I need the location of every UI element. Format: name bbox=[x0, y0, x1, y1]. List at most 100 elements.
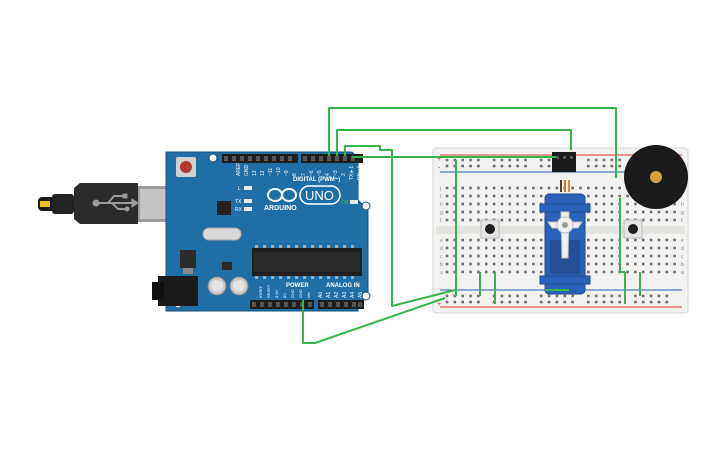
breadboard-hole[interactable] bbox=[665, 218, 669, 222]
breadboard-hole[interactable] bbox=[539, 194, 543, 198]
breadboard-hole[interactable] bbox=[594, 194, 598, 198]
breadboard-hole[interactable] bbox=[610, 262, 614, 266]
breadboard-hole[interactable] bbox=[524, 210, 527, 214]
breadboard-hole[interactable] bbox=[524, 238, 527, 242]
breadboard-hole[interactable] bbox=[453, 186, 457, 190]
breadboard-hole[interactable] bbox=[469, 246, 472, 250]
breadboard-hole[interactable] bbox=[532, 238, 535, 242]
rail-hole[interactable] bbox=[508, 294, 512, 298]
breadboard-hole[interactable] bbox=[618, 194, 621, 198]
breadboard-hole[interactable] bbox=[461, 270, 464, 274]
breadboard-hole[interactable] bbox=[477, 194, 480, 198]
breadboard-hole[interactable] bbox=[500, 218, 504, 222]
rail-hole[interactable] bbox=[508, 300, 512, 304]
rail-hole[interactable] bbox=[453, 294, 457, 298]
breadboard-hole[interactable] bbox=[524, 246, 527, 250]
breadboard-hole[interactable] bbox=[594, 246, 598, 250]
breadboard-hole[interactable] bbox=[500, 194, 504, 198]
breadboard-hole[interactable] bbox=[673, 210, 676, 214]
breadboard-hole[interactable] bbox=[641, 246, 645, 250]
breadboard-hole[interactable] bbox=[649, 218, 653, 222]
breadboard-hole[interactable] bbox=[673, 270, 676, 274]
breadboard-hole[interactable] bbox=[610, 194, 614, 198]
rail-hole[interactable] bbox=[610, 300, 614, 304]
breadboard-hole[interactable] bbox=[587, 194, 590, 198]
breadboard-hole[interactable] bbox=[594, 202, 598, 206]
breadboard-hole[interactable] bbox=[539, 254, 543, 258]
breadboard-hole[interactable] bbox=[484, 246, 488, 250]
breadboard-hole[interactable] bbox=[516, 218, 519, 222]
breadboard-hole[interactable] bbox=[453, 210, 457, 214]
breadboard-hole[interactable] bbox=[626, 270, 629, 274]
breadboard-hole[interactable] bbox=[461, 262, 464, 266]
rail-hole[interactable] bbox=[539, 164, 543, 168]
breadboard-hole[interactable] bbox=[532, 262, 535, 266]
breadboard-hole[interactable] bbox=[461, 186, 464, 190]
breadboard-hole[interactable] bbox=[508, 202, 512, 206]
rail-hole[interactable] bbox=[524, 158, 527, 162]
rail-hole[interactable] bbox=[634, 300, 637, 304]
rail-hole[interactable] bbox=[539, 158, 543, 162]
breadboard-hole[interactable] bbox=[539, 186, 543, 190]
breadboard-hole[interactable] bbox=[500, 210, 504, 214]
rail-hole[interactable] bbox=[524, 300, 527, 304]
breadboard-hole[interactable] bbox=[547, 186, 551, 190]
rail-hole[interactable] bbox=[516, 300, 519, 304]
rail-hole[interactable] bbox=[594, 158, 598, 162]
rail-hole[interactable] bbox=[618, 294, 621, 298]
breadboard-hole[interactable] bbox=[532, 202, 535, 206]
breadboard-hole[interactable] bbox=[649, 254, 653, 258]
breadboard-hole[interactable] bbox=[445, 254, 449, 258]
rail-hole[interactable] bbox=[587, 164, 590, 168]
breadboard-hole[interactable] bbox=[516, 238, 519, 242]
breadboard-hole[interactable] bbox=[477, 270, 480, 274]
piezo-buzzer[interactable] bbox=[624, 145, 688, 209]
breadboard-hole[interactable] bbox=[508, 194, 512, 198]
breadboard-hole[interactable] bbox=[516, 254, 519, 258]
breadboard-hole[interactable] bbox=[665, 270, 669, 274]
breadboard-hole[interactable] bbox=[641, 238, 645, 242]
breadboard-hole[interactable] bbox=[492, 262, 496, 266]
pushbutton-left[interactable] bbox=[480, 219, 500, 239]
breadboard-hole[interactable] bbox=[453, 254, 457, 258]
breadboard-hole[interactable] bbox=[539, 218, 543, 222]
breadboard-hole[interactable] bbox=[587, 262, 590, 266]
breadboard-hole[interactable] bbox=[602, 202, 606, 206]
breadboard-hole[interactable] bbox=[445, 186, 449, 190]
breadboard-hole[interactable] bbox=[508, 270, 512, 274]
breadboard-hole[interactable] bbox=[657, 246, 661, 250]
breadboard-hole[interactable] bbox=[649, 270, 653, 274]
breadboard-hole[interactable] bbox=[453, 194, 457, 198]
breadboard-hole[interactable] bbox=[445, 270, 449, 274]
breadboard-hole[interactable] bbox=[453, 238, 457, 242]
reset-button[interactable] bbox=[176, 157, 196, 177]
breadboard-hole[interactable] bbox=[492, 254, 496, 258]
rail-hole[interactable] bbox=[445, 158, 449, 162]
rail-hole[interactable] bbox=[524, 164, 527, 168]
rail-hole[interactable] bbox=[547, 158, 551, 162]
wires[interactable] bbox=[302, 107, 641, 344]
rail-hole[interactable] bbox=[594, 300, 598, 304]
rail-hole[interactable] bbox=[508, 158, 512, 162]
rail-hole[interactable] bbox=[602, 300, 606, 304]
breadboard-hole[interactable] bbox=[469, 202, 472, 206]
breadboard-hole[interactable] bbox=[594, 262, 598, 266]
breadboard-hole[interactable] bbox=[484, 270, 488, 274]
breadboard-hole[interactable] bbox=[508, 262, 512, 266]
rail-hole[interactable] bbox=[500, 158, 504, 162]
rail-hole[interactable] bbox=[563, 300, 567, 304]
breadboard-hole[interactable] bbox=[594, 210, 598, 214]
breadboard-hole[interactable] bbox=[484, 202, 488, 206]
rail-hole[interactable] bbox=[665, 300, 669, 304]
breadboard-hole[interactable] bbox=[453, 246, 457, 250]
breadboard-hole[interactable] bbox=[524, 262, 527, 266]
rail-hole[interactable] bbox=[445, 164, 449, 168]
breadboard-hole[interactable] bbox=[634, 210, 637, 214]
breadboard-hole[interactable] bbox=[673, 262, 676, 266]
breadboard-hole[interactable] bbox=[469, 238, 472, 242]
breadboard-hole[interactable] bbox=[453, 218, 457, 222]
usb-cable-icon[interactable] bbox=[38, 183, 172, 224]
breadboard-hole[interactable] bbox=[602, 254, 606, 258]
breadboard-hole[interactable] bbox=[532, 254, 535, 258]
breadboard-hole[interactable] bbox=[469, 254, 472, 258]
